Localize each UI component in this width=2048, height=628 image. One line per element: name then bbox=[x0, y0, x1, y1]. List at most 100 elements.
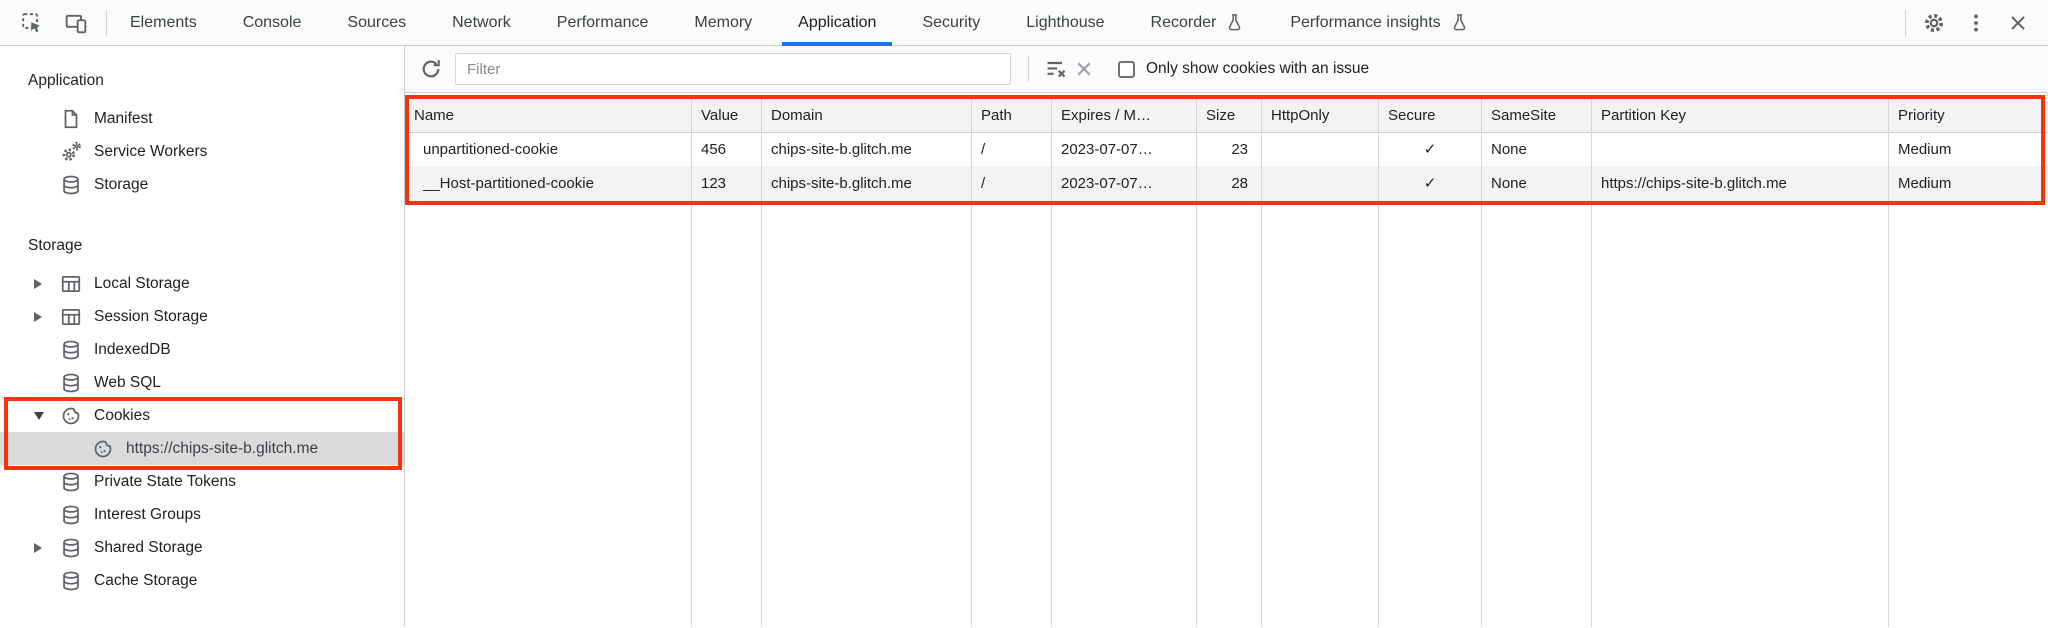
cookie-row1-secure[interactable]: ✓ bbox=[1379, 167, 1481, 201]
sidebar-item-manifest[interactable]: Manifest bbox=[0, 102, 404, 135]
clear-icon[interactable] bbox=[1070, 55, 1098, 83]
cookie-row0-name[interactable]: unpartitioned-cookie bbox=[405, 133, 691, 167]
settings-gear-icon[interactable] bbox=[1920, 9, 1948, 37]
sidebar-item-interest-groups[interactable]: Interest Groups bbox=[0, 498, 404, 531]
sidebar-item-web-sql[interactable]: Web SQL bbox=[0, 366, 404, 399]
device-toolbar-icon[interactable] bbox=[62, 9, 90, 37]
tab-lighthouse[interactable]: Lighthouse bbox=[1026, 13, 1105, 31]
database-icon bbox=[60, 174, 82, 196]
tab-elements[interactable]: Elements bbox=[130, 13, 197, 31]
service-worker-gears-icon bbox=[60, 141, 82, 163]
column-partition-key: Partition Key https://chips-site-b.glitc… bbox=[1592, 99, 1889, 627]
sidebar-item-cookie-origin[interactable]: https://chips-site-b.glitch.me bbox=[0, 432, 404, 465]
sidebar-item-cookies[interactable]: Cookies bbox=[0, 399, 404, 432]
sidebar-item-private-state-tokens[interactable]: Private State Tokens bbox=[0, 465, 404, 498]
cookie-row1-samesite[interactable]: None bbox=[1482, 167, 1591, 201]
tab-sources[interactable]: Sources bbox=[347, 13, 407, 31]
column-header-httponly[interactable]: HttpOnly bbox=[1262, 99, 1378, 133]
column-header-path[interactable]: Path bbox=[972, 99, 1051, 133]
column-size: Size 23 28 bbox=[1197, 99, 1262, 627]
column-path: Path / / bbox=[972, 99, 1052, 627]
kebab-menu-icon[interactable] bbox=[1962, 9, 1990, 37]
cookie-row1-partition-key[interactable]: https://chips-site-b.glitch.me bbox=[1592, 167, 1888, 201]
experiment-flask-icon bbox=[1225, 13, 1244, 32]
file-icon bbox=[60, 108, 82, 130]
only-issue-cookies-toggle[interactable]: Only show cookies with an issue bbox=[1118, 60, 1369, 78]
cookie-row0-value[interactable]: 456 bbox=[692, 133, 761, 167]
collapse-arrow-icon[interactable] bbox=[34, 411, 60, 420]
sidebar-item-local-storage[interactable]: Local Storage bbox=[0, 267, 404, 300]
application-section-header: Application bbox=[28, 72, 104, 89]
column-secure: Secure ✓ ✓ bbox=[1379, 99, 1482, 627]
cookie-row0-priority[interactable]: Medium bbox=[1889, 133, 2048, 167]
cookie-row0-httponly[interactable] bbox=[1262, 133, 1378, 167]
column-header-samesite[interactable]: SameSite bbox=[1482, 99, 1591, 133]
close-devtools-icon[interactable] bbox=[2004, 9, 2032, 37]
column-header-name[interactable]: Name bbox=[405, 99, 691, 133]
column-name: Name unpartitioned-cookie __Host-partiti… bbox=[405, 99, 692, 627]
column-header-value[interactable]: Value bbox=[692, 99, 761, 133]
sidebar-item-indexeddb[interactable]: IndexedDB bbox=[0, 333, 404, 366]
tabbar-right-divider bbox=[1905, 9, 1906, 36]
cookie-icon bbox=[60, 405, 82, 427]
tab-performance[interactable]: Performance bbox=[556, 13, 649, 31]
column-header-priority[interactable]: Priority bbox=[1889, 99, 2048, 133]
column-header-partition-key[interactable]: Partition Key bbox=[1592, 99, 1888, 133]
database-icon bbox=[60, 504, 82, 526]
issue-cookies-checkbox[interactable] bbox=[1118, 60, 1135, 78]
column-header-domain[interactable]: Domain bbox=[762, 99, 971, 133]
issue-cookies-label: Only show cookies with an issue bbox=[1146, 60, 1370, 77]
cookie-row1-path[interactable]: / bbox=[972, 167, 1051, 201]
filter-input[interactable] bbox=[455, 53, 1011, 85]
sidebar-item-service-workers[interactable]: Service Workers bbox=[0, 135, 404, 168]
inspect-element-icon[interactable] bbox=[18, 9, 46, 37]
tab-recorder[interactable]: Recorder bbox=[1128, 0, 1268, 46]
sidebar-item-storage[interactable]: Storage bbox=[0, 168, 404, 201]
table-grid-icon bbox=[60, 306, 82, 328]
cookie-row1-size[interactable]: 28 bbox=[1197, 167, 1261, 201]
cookie-row1-domain[interactable]: chips-site-b.glitch.me bbox=[762, 167, 971, 201]
expand-arrow-icon[interactable] bbox=[34, 542, 60, 553]
tab-network[interactable]: Network bbox=[452, 13, 511, 31]
expand-arrow-icon[interactable] bbox=[34, 278, 60, 289]
cookie-row1-expires[interactable]: 2023-07-07… bbox=[1052, 167, 1196, 201]
panel-tabs: Elements Console Sources Network Perform… bbox=[107, 0, 1492, 46]
tab-application[interactable]: Application bbox=[775, 0, 899, 46]
cookie-icon bbox=[92, 438, 114, 460]
toolbar-divider bbox=[1028, 56, 1029, 82]
sidebar-item-session-storage[interactable]: Session Storage bbox=[0, 300, 404, 333]
column-header-size[interactable]: Size bbox=[1197, 99, 1261, 133]
cookie-row0-samesite[interactable]: None bbox=[1482, 133, 1591, 167]
tab-console[interactable]: Console bbox=[242, 13, 302, 31]
cookie-row1-httponly[interactable] bbox=[1262, 167, 1378, 201]
application-sidebar: Application Manifest bbox=[0, 46, 405, 627]
database-icon bbox=[60, 570, 82, 592]
cookie-row1-value[interactable]: 123 bbox=[692, 167, 761, 201]
tab-memory[interactable]: Memory bbox=[694, 13, 753, 31]
clear-filter-icon[interactable] bbox=[1042, 55, 1070, 83]
storage-section-header: Storage bbox=[28, 237, 83, 254]
cookie-row0-size[interactable]: 23 bbox=[1197, 133, 1261, 167]
cookie-row0-domain[interactable]: chips-site-b.glitch.me bbox=[762, 133, 971, 167]
cookie-row1-name[interactable]: __Host-partitioned-cookie bbox=[405, 167, 691, 201]
cookie-row0-secure[interactable]: ✓ bbox=[1379, 133, 1481, 167]
devtools-tabbar: Elements Console Sources Network Perform… bbox=[0, 0, 2048, 46]
column-expires: Expires / M… 2023-07-07… 2023-07-07… bbox=[1052, 99, 1197, 627]
column-header-secure[interactable]: Secure bbox=[1379, 99, 1481, 133]
table-grid-icon bbox=[60, 273, 82, 295]
cookie-row0-partition-key[interactable] bbox=[1592, 133, 1888, 167]
tab-performance-insights[interactable]: Performance insights bbox=[1267, 0, 1491, 46]
cookie-row0-path[interactable]: / bbox=[972, 133, 1051, 167]
expand-arrow-icon[interactable] bbox=[34, 311, 60, 322]
column-header-expires[interactable]: Expires / M… bbox=[1052, 99, 1196, 133]
cookie-row1-priority[interactable]: Medium bbox=[1889, 167, 2048, 201]
tab-security[interactable]: Security bbox=[922, 13, 981, 31]
sidebar-item-cache-storage[interactable]: Cache Storage bbox=[0, 564, 404, 597]
column-httponly: HttpOnly bbox=[1262, 99, 1379, 627]
sidebar-item-shared-storage[interactable]: Shared Storage bbox=[0, 531, 404, 564]
refresh-icon[interactable] bbox=[417, 55, 445, 83]
experiment-flask-icon bbox=[1450, 13, 1469, 32]
database-icon bbox=[60, 339, 82, 361]
cookie-row0-expires[interactable]: 2023-07-07… bbox=[1052, 133, 1196, 167]
